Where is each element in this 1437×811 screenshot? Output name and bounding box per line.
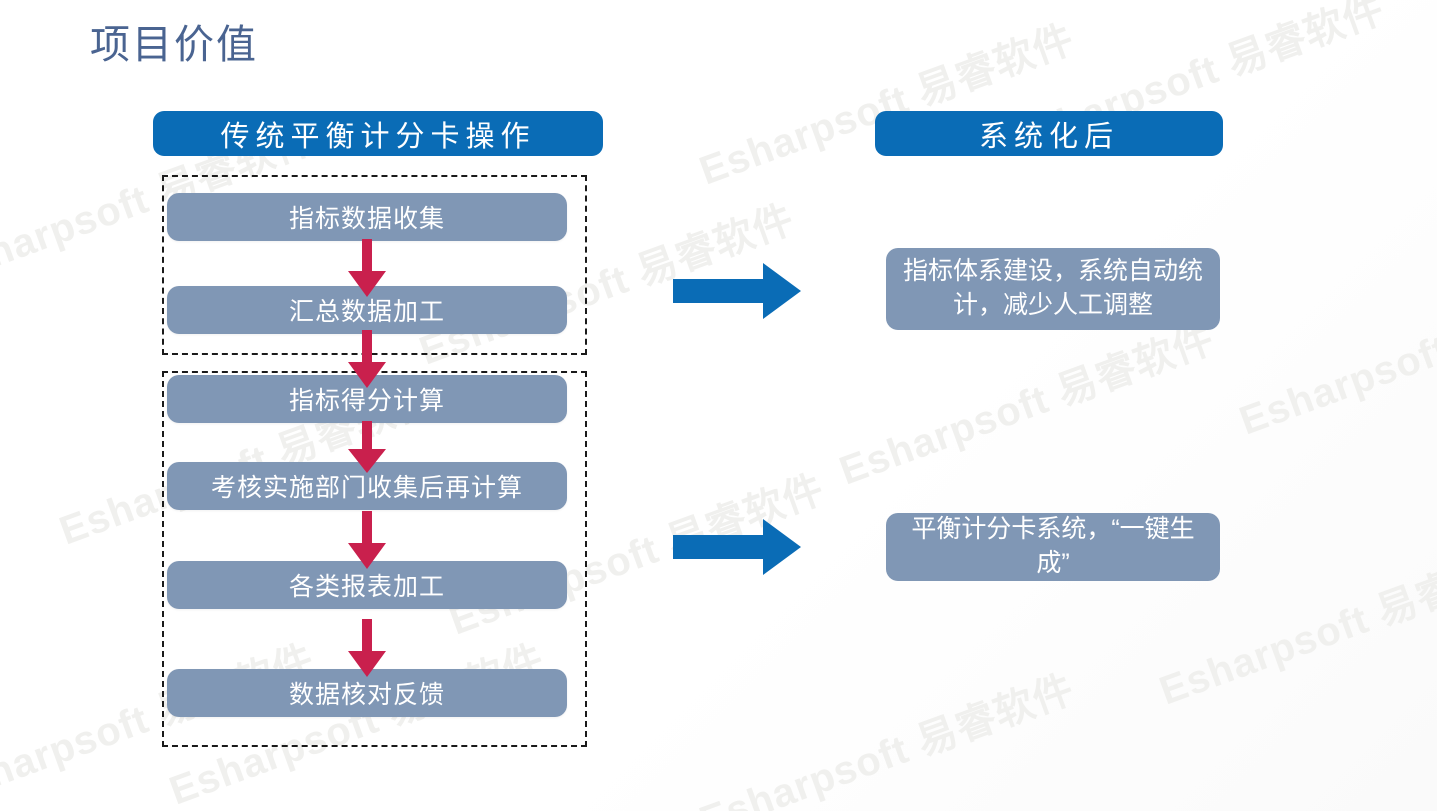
arrow-right-icon bbox=[673, 519, 801, 575]
process-group-one-outline bbox=[162, 175, 587, 355]
arrow-down-icon bbox=[348, 239, 386, 297]
watermark-text: Esharpsoft 易睿软件 bbox=[693, 16, 1081, 194]
arrow-right-icon bbox=[673, 263, 801, 319]
page-title: 项目价值 bbox=[90, 23, 258, 67]
arrow-down-icon bbox=[348, 330, 386, 388]
arrow-down-icon bbox=[348, 619, 386, 677]
flow-step-box[interactable]: 数据核对反馈 bbox=[167, 669, 567, 717]
arrow-down-icon bbox=[348, 511, 386, 569]
result-box[interactable]: 平衡计分卡系统，“一键生成” bbox=[886, 513, 1220, 581]
left-column-header: 传统平衡计分卡操作 bbox=[153, 111, 603, 156]
right-column-header: 系统化后 bbox=[875, 111, 1223, 156]
result-box[interactable]: 指标体系建设，系统自动统计，减少人工调整 bbox=[886, 248, 1220, 330]
watermark-text: Esharpsoft 易睿软件 bbox=[693, 666, 1081, 811]
flow-step-box[interactable]: 指标数据收集 bbox=[167, 193, 567, 241]
watermark-text: Esharpsoft 易睿软件 bbox=[833, 316, 1221, 494]
arrow-down-icon bbox=[348, 421, 386, 473]
watermark-text: Esharpsoft 易睿软件 bbox=[1233, 267, 1437, 444]
